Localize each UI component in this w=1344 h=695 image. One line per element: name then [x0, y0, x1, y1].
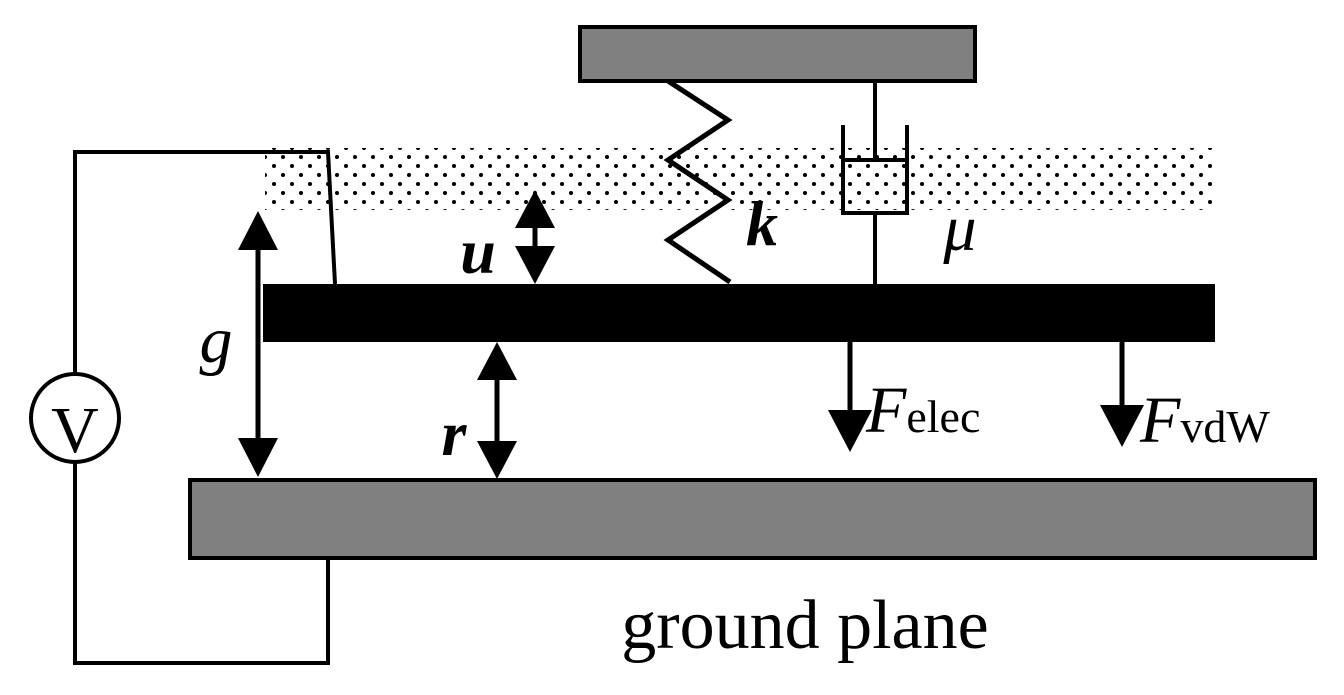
- vdw-force-subscript: vdW: [1180, 401, 1270, 452]
- voltage-source: V: [29, 372, 121, 467]
- electrostatic-force-symbol: F: [865, 374, 907, 447]
- displacement-label: u: [460, 216, 496, 287]
- distance-arrow: [477, 342, 517, 479]
- vdw-force-arrow: [1100, 342, 1144, 447]
- top-anchor-plate: [578, 25, 977, 83]
- displacement-arrow: [515, 190, 555, 284]
- voltage-source-label: V: [51, 394, 99, 467]
- gap-label: g: [200, 304, 233, 377]
- electrostatic-force-label: Felec: [865, 374, 980, 447]
- gap-arrow: [238, 211, 278, 477]
- spring-constant-label: k: [746, 188, 778, 259]
- electrostatic-force-subscript: elec: [906, 391, 980, 442]
- electrostatic-force-arrow: [828, 342, 872, 452]
- circuit-wires: [73, 150, 337, 665]
- movable-beam: [263, 284, 1215, 342]
- vdw-force-label: FvdW: [1139, 384, 1270, 457]
- damping-fluid-region: [265, 148, 1215, 210]
- distance-label: r: [442, 398, 468, 469]
- spring: [663, 78, 733, 285]
- dashpot: [841, 81, 909, 284]
- vdw-force-symbol: F: [1139, 384, 1181, 457]
- damping-label: μ: [942, 192, 976, 265]
- ground-plane-plate: [188, 478, 1317, 560]
- ground-plane-label: ground plane: [621, 587, 988, 664]
